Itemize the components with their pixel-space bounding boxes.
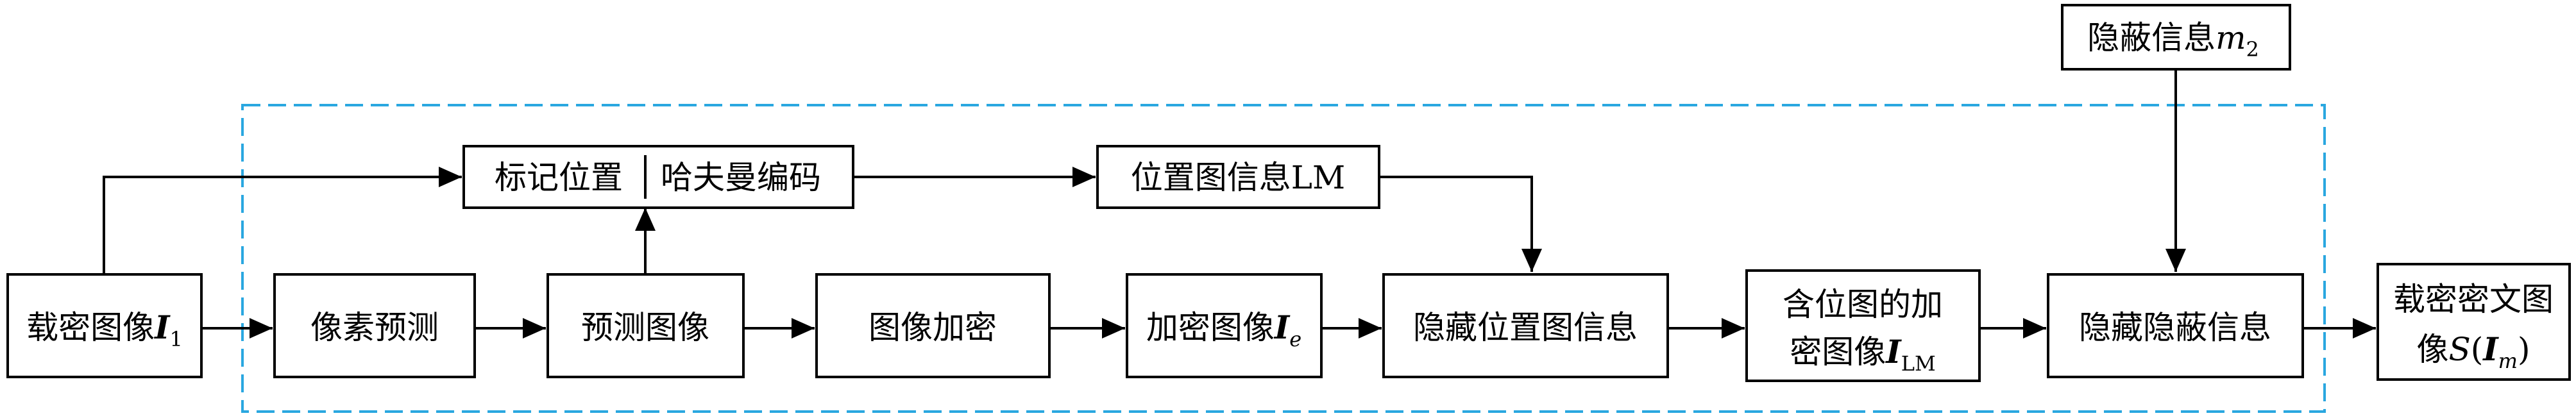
huffman-coding-label: 哈夫曼编码 xyxy=(661,159,821,196)
hidden-info-var: m xyxy=(2216,19,2246,56)
arrow-carrier-to-mark xyxy=(103,167,462,274)
pixel-prediction-box: 像素预测 xyxy=(273,273,476,378)
pixel-prediction-label: 像素预测 xyxy=(310,309,439,346)
image-encryption-box: 图像加密 xyxy=(815,273,1051,378)
output-close-paren: ) xyxy=(2518,331,2530,368)
svg-text:像S(Im): 像S(Im) xyxy=(2416,330,2530,373)
encrypted-with-map-sub: LM xyxy=(1901,351,1936,376)
carrier-image-box: 载密图像I1 xyxy=(6,273,203,378)
carrier-image-var: I xyxy=(153,308,171,346)
hide-info-box: 隐藏隐蔽信息 xyxy=(2047,273,2304,378)
hide-info-label: 隐藏隐蔽信息 xyxy=(2079,309,2271,346)
output-line1: 载密密文图 xyxy=(2393,281,2554,318)
carrier-image-label: 载密图像 xyxy=(26,309,155,346)
output-var: I xyxy=(2482,330,2499,368)
carrier-image-sub: 1 xyxy=(170,327,183,351)
hidden-info-label: 隐蔽信息 xyxy=(2087,19,2216,56)
encrypted-image-box: 加密图像Ie xyxy=(1126,273,1323,378)
mark-position-label: 标记位置 xyxy=(495,159,623,196)
hidden-info-box: 隐蔽信息m2 xyxy=(2061,4,2291,71)
prediction-image-box: 预测图像 xyxy=(547,273,745,378)
location-map-label: 位置图信息LM xyxy=(1131,159,1345,196)
output-sub: m xyxy=(2498,349,2518,373)
svg-text:加密图像Ie: 加密图像Ie xyxy=(1146,308,1301,351)
output-func: S xyxy=(2448,331,2470,368)
arrow-location-map-to-hide-map xyxy=(1379,176,1542,272)
output-open-paren: ( xyxy=(2471,331,2484,368)
hide-location-map-box: 隐藏位置图信息 xyxy=(1382,273,1669,378)
output-line2-prefix: 像 xyxy=(2416,331,2448,368)
svg-text:载密图像I1: 载密图像I1 xyxy=(26,308,183,351)
prediction-image-label: 预测图像 xyxy=(581,309,709,346)
svg-text:隐蔽信息m2: 隐蔽信息m2 xyxy=(2087,19,2259,62)
encrypted-with-map-line1: 含位图的加 xyxy=(1783,286,1943,323)
encrypted-image-var: I xyxy=(1273,308,1291,346)
encrypted-with-map-line2: 密图像 xyxy=(1790,333,1886,371)
mark-huffman-box: 标记位置 哈夫曼编码 xyxy=(462,145,854,209)
location-map-box: 位置图信息LM xyxy=(1096,145,1380,209)
svg-text:密图像ILM: 密图像ILM xyxy=(1790,333,1935,376)
encrypted-with-map-box: 含位图的加 密图像ILM xyxy=(1745,269,1981,382)
encrypted-image-label: 加密图像 xyxy=(1146,309,1275,346)
hidden-info-sub: 2 xyxy=(2246,37,2259,62)
encrypted-image-sub: e xyxy=(1289,327,1301,351)
processing-frame xyxy=(241,104,2326,413)
output-box: 载密密文图 像S(Im) xyxy=(2377,263,2571,381)
hide-location-map-label: 隐藏位置图信息 xyxy=(1413,309,1638,346)
encrypted-with-map-var: I xyxy=(1885,333,1902,371)
image-encryption-label: 图像加密 xyxy=(869,309,997,346)
